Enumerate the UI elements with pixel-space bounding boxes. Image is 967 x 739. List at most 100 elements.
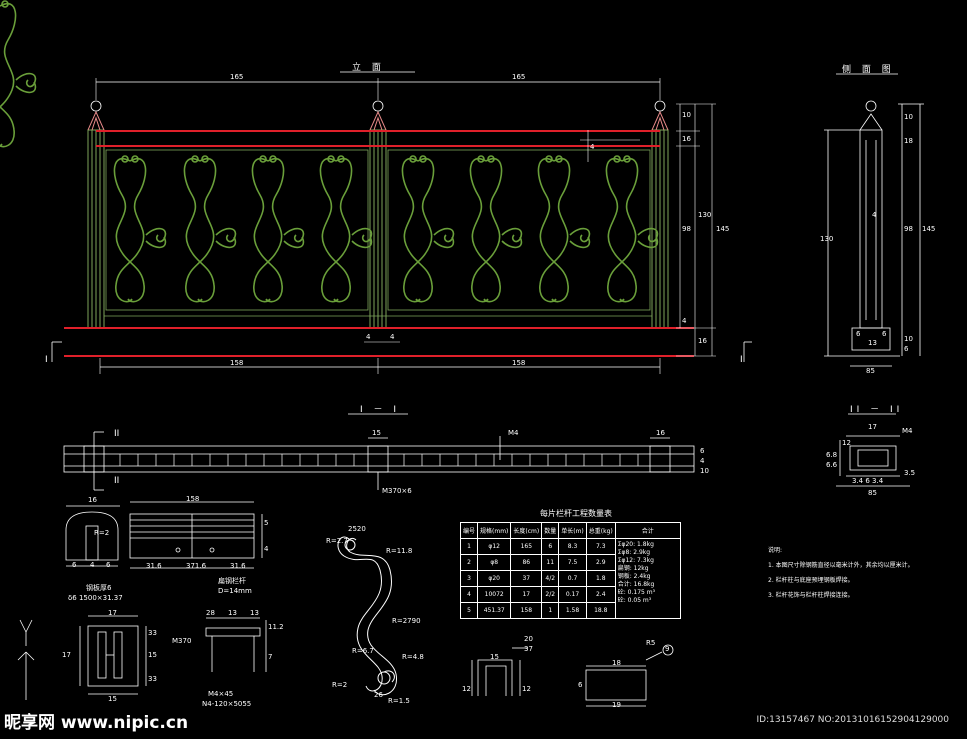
table-cell: 1 — [541, 602, 560, 619]
d3-top: 17 — [108, 609, 117, 617]
dim-right-mid: 98 — [682, 225, 691, 233]
section-1-title: I － I — [360, 405, 401, 415]
plate-mark: 9 — [665, 645, 670, 653]
scroll-r1: R=2.7 — [326, 537, 348, 545]
total-line: 钢板: 2.4kg — [617, 573, 651, 580]
quantity-table: 编号 规格(mm) 长度(cm) 数量 单长(m) 总重(kg) 合计 1 φ1… — [459, 522, 681, 619]
sec1-right-3: 10 — [700, 467, 709, 475]
d2-spec: D=14mm — [218, 587, 252, 595]
section-2-2 — [836, 413, 910, 487]
table-cell: 0.17 — [558, 586, 587, 603]
note-line: 2. 栏杆柱与底座预埋钢板焊接。 — [768, 577, 854, 584]
table-cell: 6 — [541, 538, 560, 555]
dim-top-right: 165 — [512, 73, 526, 81]
channel-top2: 37 — [524, 645, 533, 653]
scroll-r2: R=11.8 — [386, 547, 413, 555]
site-watermark: 昵享网 www.nipic.cn — [4, 713, 189, 733]
side-dim-bot1: 10 — [904, 335, 913, 343]
table-cell: 11 — [541, 554, 560, 571]
table-cell: 1.8 — [585, 570, 616, 587]
d3-h: 17 — [62, 651, 71, 659]
d2-a: 31.6 — [146, 562, 162, 570]
sec1-label-16: 16 — [656, 429, 665, 437]
side-dim-base-c: 6 — [882, 330, 887, 338]
detail-small-plate — [585, 644, 674, 707]
sec1-right-2: 4 — [700, 457, 705, 465]
table-header-cell: 单长(m) — [558, 522, 587, 539]
detail-plate — [129, 501, 263, 569]
table-row: 5 451.37 158 1 1.58 18.8 — [459, 602, 681, 619]
dim-bottom-right: 158 — [512, 359, 526, 367]
d1-b: 4 — [90, 561, 95, 569]
sec2-left-a: 12 — [842, 439, 851, 447]
d4-a: 28 — [206, 609, 215, 617]
scroll-top: 2520 — [348, 525, 366, 533]
base-rails — [64, 327, 694, 357]
dim-base-small-1: 4 — [366, 333, 371, 341]
d4-h2: 7 — [268, 653, 273, 661]
channel-h2: 12 — [522, 685, 531, 693]
scroll-r4: R=1.5 — [388, 697, 410, 705]
side-dim-base-a: 6 — [856, 330, 861, 338]
table-cell: 2.9 — [585, 554, 616, 571]
table-row: 1 φ12 165 6 8.3 7.3 Σφ20: 1.8kg Σφ8: 2.9… — [459, 538, 681, 619]
total-line: 砼: 0.05 m³ — [617, 597, 652, 604]
table-cell: 2 — [459, 554, 479, 571]
d4-label: M370 — [172, 637, 192, 645]
elevation-view — [0, 0, 752, 374]
side-dim-height: 130 — [820, 235, 834, 243]
dim-base-small-2: 4 — [390, 333, 395, 341]
ornament-scrolls — [0, 0, 659, 303]
d2-b: 371.6 — [186, 562, 207, 570]
d4-h1: 11.2 — [268, 623, 284, 631]
sec2-width: 85 — [868, 489, 877, 497]
side-dim-width: 85 — [866, 367, 875, 375]
detail-scroll — [337, 536, 397, 696]
total-line: 扁钢: 12kg — [617, 565, 649, 572]
dim-right-total: 145 — [716, 225, 730, 233]
table-row: 3 φ20 37 4/2 0.7 1.8 — [459, 570, 681, 587]
table-header-row: 编号 规格(mm) 长度(cm) 数量 单长(m) 总重(kg) 合计 — [459, 522, 681, 539]
d3-a: 33 — [148, 629, 157, 637]
d1-c: 6 — [106, 561, 111, 569]
table-cell: φ8 — [477, 554, 512, 571]
channel-h: 12 — [462, 685, 471, 693]
scroll-r3: R=2790 — [392, 617, 421, 625]
post-left — [87, 129, 105, 329]
d2-h1: 5 — [264, 519, 269, 527]
total-line: 砼: 0.175 m³ — [617, 589, 655, 596]
table-cell: 7.5 — [558, 554, 587, 571]
table-header-cell: 数量 — [541, 522, 560, 539]
channel-width: 15 — [490, 653, 499, 661]
side-view-title: 侧 面 图 — [842, 65, 895, 75]
dim-rail-label: 4 — [590, 143, 595, 151]
plate-w2: 19 — [612, 701, 621, 709]
table-header-cell: 合计 — [614, 522, 681, 539]
sec2-top: 17 — [868, 423, 877, 431]
table-cell: 0.7 — [558, 570, 587, 587]
section-2-mark-bottom: II — [114, 476, 120, 486]
table-cell: 10072 — [477, 586, 512, 603]
note-line: 3. 栏杆花饰与栏杆柱焊接连接。 — [768, 592, 854, 599]
section-1-1 — [63, 413, 695, 491]
table-cell: 451.37 — [477, 602, 512, 619]
sec1-label-m: M4 — [508, 429, 519, 437]
total-line: 合计: 16.8kg — [617, 581, 655, 588]
table-header-cell: 规格(mm) — [477, 522, 512, 539]
table-header-cell: 编号 — [459, 522, 479, 539]
sec1-right-1: 6 — [700, 447, 705, 455]
table-cell: 2.4 — [585, 586, 616, 603]
d3-bottom: 15 — [108, 695, 117, 703]
sec2-left-c: 6.6 — [826, 461, 838, 469]
scroll-r7: R=4.8 — [402, 653, 424, 661]
dim-right-small: 4 — [682, 317, 687, 325]
elevation-title: 立 面 — [352, 63, 385, 73]
d3-c: 33 — [148, 675, 157, 683]
table-cell: 3 — [459, 570, 479, 587]
section-mark-right: I — [740, 355, 743, 365]
d4-top: 13 — [228, 609, 237, 617]
table-cell: 8.3 — [558, 538, 587, 555]
table-cell: 5 — [459, 602, 479, 619]
channel-top: 20 — [524, 635, 533, 643]
table-header-cell: 长度(cm) — [510, 522, 543, 539]
